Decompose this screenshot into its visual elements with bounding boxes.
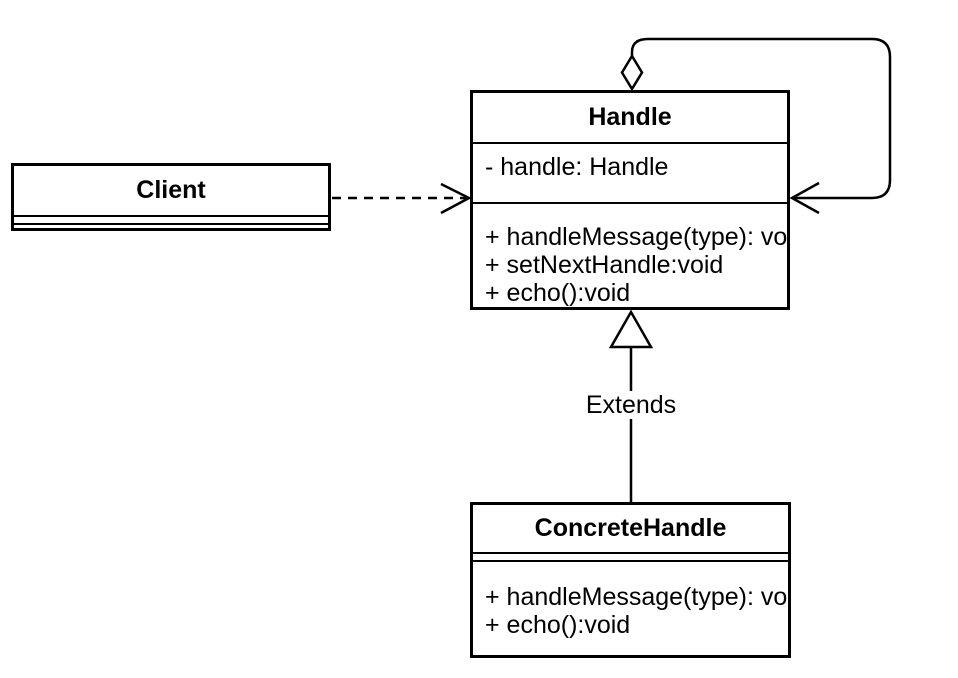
class-client-attributes-empty bbox=[14, 215, 328, 223]
attribute-item: - handle: Handle bbox=[485, 153, 669, 181]
class-concrete-handle-name: ConcreteHandle bbox=[534, 514, 727, 542]
dependency-open-arrowhead-icon bbox=[440, 182, 472, 215]
class-handle: Handle - handle: Handle + handleMessage(… bbox=[470, 90, 790, 310]
self-association-loop bbox=[630, 37, 892, 200]
method-item: + echo():void bbox=[485, 611, 631, 639]
method-item: + echo():void bbox=[485, 279, 631, 307]
class-client: Client bbox=[11, 163, 331, 231]
method-item: + handleMessage(type): void bbox=[485, 223, 787, 251]
inheritance-triangle-icon bbox=[608, 309, 654, 349]
class-concrete-handle-attributes-empty bbox=[473, 552, 788, 560]
class-concrete-handle: ConcreteHandle + handleMessage(type): vo… bbox=[470, 502, 791, 658]
class-client-methods-empty bbox=[14, 223, 328, 228]
method-item: + setNextHandle:void bbox=[485, 251, 724, 279]
class-concrete-handle-methods: + handleMessage(type): void + echo():voi… bbox=[473, 560, 788, 655]
class-client-name: Client bbox=[136, 176, 206, 204]
class-handle-name: Handle bbox=[588, 103, 672, 131]
method-item: + handleMessage(type): void bbox=[485, 583, 788, 611]
loop-open-arrowhead-icon bbox=[789, 181, 820, 215]
extends-label: Extends bbox=[583, 391, 679, 419]
class-handle-attributes: - handle: Handle bbox=[473, 142, 787, 202]
aggregation-diamond-icon bbox=[620, 53, 644, 92]
class-handle-methods: + handleMessage(type): void + setNextHan… bbox=[473, 202, 787, 307]
